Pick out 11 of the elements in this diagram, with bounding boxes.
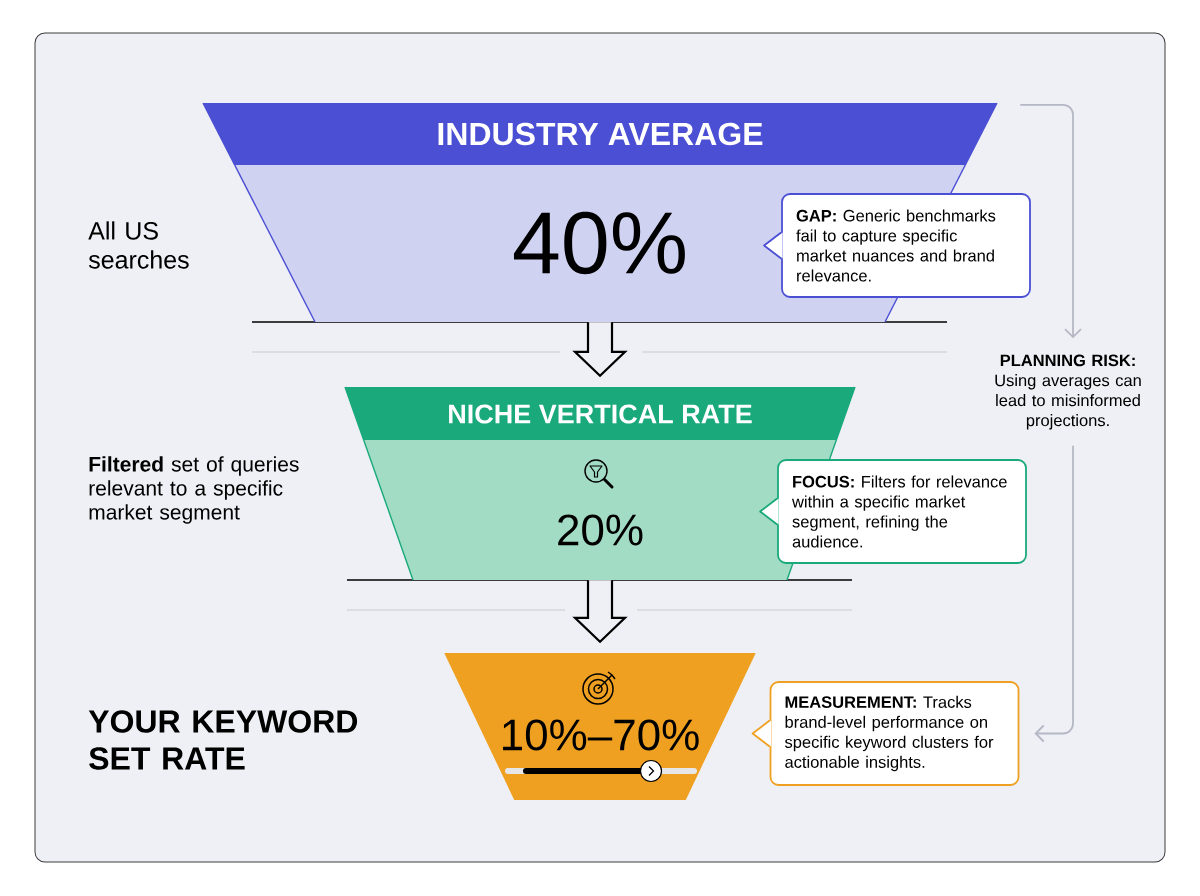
side-label: YOUR KEYWORD SET RATE — [88, 710, 358, 770]
arrow — [1034, 444, 1074, 743]
arrow — [572, 579, 628, 644]
arrow — [1019, 103, 1082, 339]
callout-box: GAP: Generic benchmarks fail to capture specific market nuances and brand relevance. — [763, 193, 1031, 298]
side-label: Filtered set of queries relevant to a specific market segment — [89, 456, 299, 524]
funnel-stage: 10%–70% — [444, 652, 756, 801]
callout-box: MEASUREMENT: Tracks brand-level performance on specific keyword clusters for actionable insights. — [751, 681, 1020, 786]
note-text: PLANNING RISK: Using averages can lead to misinformed projections. — [995, 354, 1141, 430]
arrow — [572, 321, 628, 378]
callout-box: FOCUS: Filters for relevance within a specific market segment, refining the audience. — [759, 459, 1027, 564]
